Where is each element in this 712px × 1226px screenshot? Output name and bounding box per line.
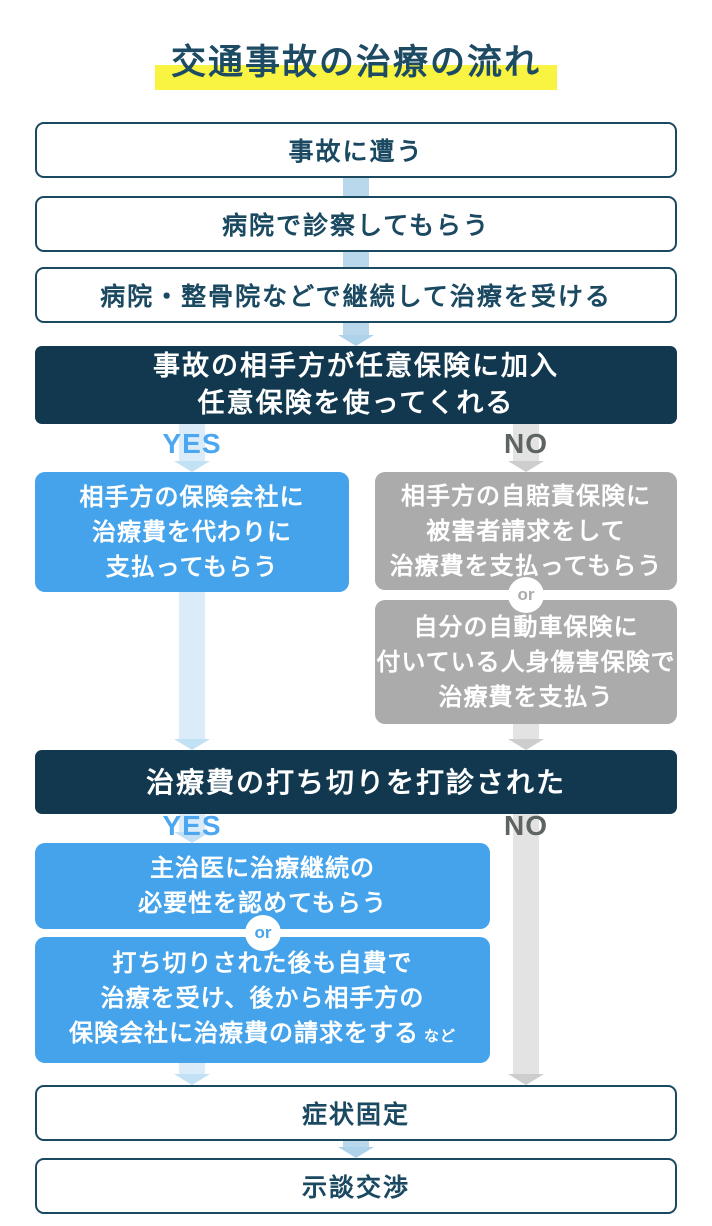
connector-symptom-settlement [338, 1141, 374, 1158]
connector-step2-step3 [343, 252, 369, 267]
yes-branch-insurer-pays-box: 相手方の保険会社に 治療費を代わりに 支払ってもらう [35, 472, 349, 592]
connector-yes-branch-2 [174, 814, 210, 843]
arrow-down-head-icon [174, 1074, 210, 1085]
jinshin-line1: 自分の自動車保険に [413, 613, 639, 641]
connector-band [343, 1141, 369, 1147]
no-label-2: NO [504, 810, 548, 841]
or-circle-blue: or [245, 915, 281, 951]
connector-band [513, 424, 539, 461]
connector-no-branch-1 [508, 424, 544, 472]
connector-band [179, 1063, 205, 1074]
selfpay-line2: 治療を受け、後から相手方の [100, 985, 425, 1012]
no-label-1: NO [504, 428, 548, 459]
flow-step-continue-treatment-label: 病院・整骨院などで継続して治療を受ける [100, 283, 612, 311]
jibaiseki-line2: 被害者請求をして [426, 517, 626, 545]
connector-band [513, 724, 539, 739]
flow-step-accident-label: 事故に遭う [288, 138, 424, 166]
decision-insurance-line1: 事故の相手方が任意保険に加入 [153, 351, 559, 381]
page-title: 交通事故の治療の流れ [154, 32, 557, 90]
selfpay-line3: 保険会社に治療費の請求をする [68, 1020, 419, 1047]
jibaiseki-line1: 相手方の自賠責保険に [401, 482, 651, 510]
flow-step-hospital-exam: 病院で診察してもらう [35, 196, 677, 252]
flow-step-settlement-label: 示談交渉 [301, 1174, 410, 1202]
decision-insurance-box: 事故の相手方が任意保険に加入 任意保険を使ってくれる [35, 346, 677, 424]
flow-step-continue-treatment: 病院・整骨院などで継続して治療を受ける [35, 267, 677, 323]
connector-yes1-decision2 [174, 592, 210, 750]
flow-step-settlement: 示談交渉 [35, 1158, 677, 1214]
decision-cutoff-label: 治療費の打ち切りを打診された [145, 766, 566, 798]
arrow-down-head-icon [508, 739, 544, 750]
doctor-line2: 必要性を認めてもらう [138, 890, 387, 917]
decision-cutoff-box: 治療費の打ち切りを打診された [35, 750, 677, 814]
arrow-down-head-icon [338, 1147, 374, 1158]
decision-insurance-line2: 任意保険を使ってくれる [197, 388, 515, 418]
yes-branch-doctor-box: 主治医に治療継続の 必要性を認めてもらう [35, 843, 490, 929]
jibaiseki-line3: 治療費を支払ってもらう [389, 552, 663, 580]
doctor-line1: 主治医に治療継続の [150, 855, 375, 882]
connector-yes-branch-1 [174, 424, 210, 472]
arrow-down-head-icon [338, 335, 374, 346]
connector-yes2-symptom [174, 1063, 210, 1085]
flow-step-symptom-fixed: 症状固定 [35, 1085, 677, 1141]
yes-label-2: YES [162, 810, 222, 841]
no-branch-jibaiseki-box: 相手方の自賠責保険に 被害者請求をして 治療費を支払ってもらう [375, 472, 677, 590]
flow-step-accident: 事故に遭う [35, 122, 677, 178]
connector-no-branch-2 [508, 814, 544, 1085]
jinshin-line3: 治療費を支払う [438, 683, 614, 711]
arrow-down-head-icon [174, 461, 210, 472]
no-branch-jinshin-box: 自分の自動車保険に 付いている人身傷害保険で 治療費を支払う [375, 600, 677, 724]
connector-step3-decision1 [338, 323, 374, 346]
flow-step-symptom-fixed-label: 症状固定 [301, 1101, 410, 1129]
selfpay-line1: 打ち切りされた後も自費で [112, 950, 413, 977]
connector-band [179, 814, 205, 832]
connector-step1-step2 [343, 178, 369, 196]
flow-step-hospital-exam-label: 病院で診察してもらう [221, 212, 490, 240]
yes-branch-selfpay-box: 打ち切りされた後も自費で 治療を受け、後から相手方の 保険会社に治療費の請求をす… [35, 937, 490, 1063]
insurer-pays-line3: 支払ってもらう [105, 553, 279, 581]
arrow-down-head-icon [508, 1074, 544, 1085]
arrow-down-head-icon [174, 739, 210, 750]
connector-band [179, 424, 205, 461]
yes-label-1: YES [162, 428, 222, 459]
or-circle-gray: or [508, 577, 544, 613]
arrow-down-head-icon [174, 832, 210, 843]
or-label-gray: or [517, 585, 535, 604]
connector-band [513, 814, 539, 1074]
connector-band [179, 592, 205, 739]
connector-band [343, 323, 369, 335]
arrow-down-head-icon [508, 461, 544, 472]
title-area: 交通事故の治療の流れ [0, 32, 712, 90]
connector-no1-decision2 [508, 724, 544, 750]
jinshin-line2: 付いている人身傷害保険で [376, 648, 676, 676]
insurer-pays-line1: 相手方の保険会社に [79, 483, 305, 511]
selfpay-suffix-note: など [423, 1028, 456, 1045]
insurer-pays-line2: 治療費を代わりに [92, 518, 292, 546]
or-label-blue: or [254, 923, 272, 942]
